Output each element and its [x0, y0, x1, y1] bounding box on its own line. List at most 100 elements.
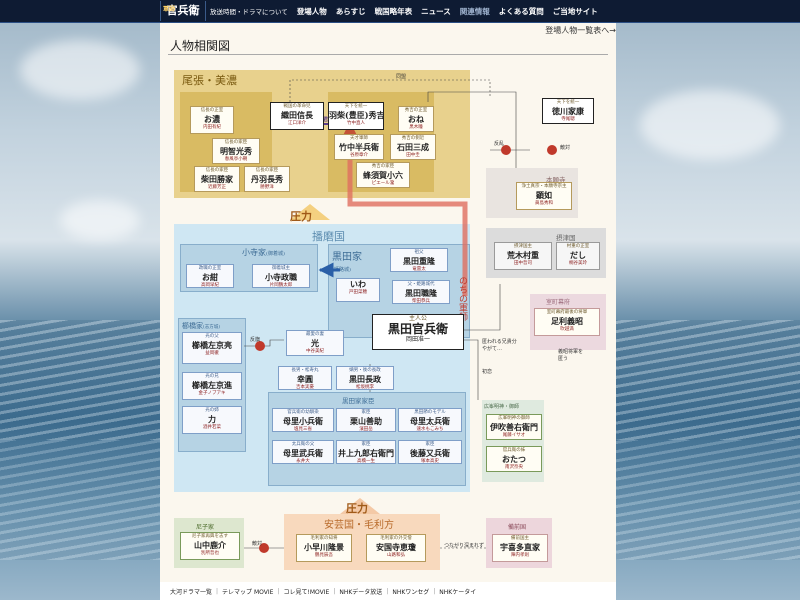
character-role: 備前国主 [511, 536, 529, 541]
character-card-shikanosuke[interactable]: 尼子家再興を志す山中鹿介別所哲也 [180, 532, 240, 560]
character-role: 家臣 [361, 442, 371, 447]
character-role: 祖父 [414, 250, 424, 255]
character-list-link[interactable]: 登場人物一覧表へ→ [545, 26, 616, 35]
character-card-takakage[interactable]: 毛利家の知将小早川隆景鶴見辰吾 [296, 534, 352, 562]
nav-item-0[interactable]: 放送時間・ドラマについて [210, 8, 288, 16]
character-card-iwa[interactable]: いわ戸田菜穂 [336, 278, 380, 302]
actor-name: 陣内孝則 [511, 553, 529, 558]
character-card-ekei[interactable]: 毛利家の外交僧安国寺恵瓊山路和弘 [366, 534, 426, 562]
character-card-mototaka[interactable]: 祖父黒田重隆竜雷太 [390, 248, 448, 272]
character-card-mototaka2[interactable]: 父・姫路城代黒田職隆柴田恭兵 [392, 280, 450, 304]
label-tekitai: 敵対 [560, 145, 571, 151]
character-role: 官兵衛の妹 [502, 448, 526, 453]
character-card-nobunaga[interactable]: 戦国の革命児織田信長江口洋介 [270, 102, 324, 130]
character-role: 父・姫路城代 [407, 282, 435, 287]
title-divider [168, 54, 608, 55]
character-card-sachi[interactable]: 長男・松寿丸幸圓吉本実憂 [278, 366, 332, 390]
actor-name: 鶴見辰吾 [315, 553, 333, 558]
nav-item-5[interactable]: 関連情報 [459, 6, 490, 16]
character-card-teru[interactable]: 最愛の妻光中谷美紀 [286, 330, 344, 356]
nav-item-1[interactable]: 登場人物 [296, 6, 327, 16]
character-card-masamoto[interactable]: 御着城主小寺政職片岡鶴太郎 [252, 264, 310, 288]
actor-name: 濱田岳 [359, 427, 373, 432]
character-name: 櫛橋左京亮 [192, 340, 232, 350]
character-card-kohe[interactable]: 官兵衛の幼馴染母里小兵衛塩見三省 [272, 408, 334, 432]
character-card-ieyasu[interactable]: 天下を統一徳川家康寺尾聰 [542, 98, 594, 124]
character-name: お濃 [204, 114, 220, 124]
character-name: 山中鹿介 [194, 540, 226, 550]
actor-name: ピエール瀧 [371, 181, 395, 186]
label-tsunagari: つながり深まれず [444, 543, 485, 549]
region-kushihashi-label: 櫛橋家(志方城) [182, 322, 221, 330]
character-card-mitsunari[interactable]: 秀吉の側近石田三成田中圭 [390, 134, 436, 160]
character-card-kyuemon[interactable]: 家臣井上九郎右衛門高橋一生 [336, 440, 396, 464]
site-logo[interactable]: 軍師 官兵衛 [160, 1, 206, 21]
character-card-koroku[interactable]: 秀吉の家臣蜂須賀小六ピエール瀧 [356, 162, 410, 188]
character-card-nagahide[interactable]: 信長の家臣丹羽長秀勝野洋 [244, 166, 290, 192]
footer-separator: | [277, 587, 280, 595]
character-card-sakon_sr[interactable]: 光の父櫛橋左京亮益岡徹 [182, 332, 242, 364]
footer-link-4[interactable]: NHKワンセグ [392, 588, 430, 596]
page-title: 人物相関図 [170, 39, 231, 53]
cloud [60, 200, 140, 240]
actor-name: 別所哲也 [201, 551, 219, 556]
character-role: 尼子家再興を志す [192, 534, 228, 539]
character-card-okon[interactable]: 政職の正室お紺高岡早紀 [186, 264, 234, 288]
character-card-mutsu[interactable]: 太兵衛の父母里武兵衛永井大 [272, 440, 334, 464]
actor-name: 内田有紀 [203, 125, 221, 130]
nav-item-2[interactable]: あらすじ [335, 6, 366, 16]
character-card-naoie[interactable]: 備前国主宇喜多直家陣内孝則 [492, 534, 548, 562]
character-card-kennyo[interactable]: 浄土真宗・本願寺宗主顕如眞島秀和 [516, 182, 572, 210]
character-role: 嫡男・後の長政 [349, 368, 381, 373]
label-kakumau: 匿われる兄貴分 やがて… [482, 339, 517, 352]
character-card-nou[interactable]: 信長の正室お濃内田有紀 [190, 106, 234, 134]
actor-name: 竹中直人 [347, 121, 365, 126]
character-name: 後藤又兵衛 [410, 448, 450, 458]
character-card-dashi[interactable]: 村重の正室だし桐谷美玲 [556, 242, 600, 270]
actor-name: 吉本実憂 [296, 385, 314, 390]
character-role: 光の姉 [205, 408, 219, 413]
character-card-murashige[interactable]: 摂津国主荒木村重田中哲司 [494, 242, 552, 270]
character-card-nene[interactable]: 秀吉の正室おね黒木瞳 [398, 106, 434, 132]
actor-name: 高岡早紀 [201, 283, 219, 288]
character-card-otatsu[interactable]: 官兵衛の妹おたつ南沢奈央 [486, 446, 542, 472]
character-card-taheiei[interactable]: 黒田節のモデル母里太兵衛速水もこみち [398, 408, 462, 432]
character-card-nagamasa[interactable]: 嫡男・後の長政黒田長政松坂桃李 [336, 366, 394, 390]
character-card-mataemon[interactable]: 家臣後藤又兵衛塚本高史 [398, 440, 462, 464]
character-name: 黒田重隆 [403, 256, 435, 266]
nav-item-6[interactable]: よくある質問 [498, 6, 544, 16]
character-role: 黒田節のモデル [414, 410, 446, 415]
character-card-sakon[interactable]: 光の兄櫛橋左京進金子ノブアキ [182, 372, 242, 400]
footer-link-3[interactable]: NHKデータ放送 [339, 588, 383, 596]
character-role: 浄土真宗・本願寺宗主 [521, 184, 567, 189]
nav-item-4[interactable]: ニュース [421, 6, 451, 16]
character-role: 太兵衛の父 [291, 442, 315, 447]
character-card-zenemon[interactable]: 広峯明神の御師伊吹善右衛門尾藤イサオ [486, 414, 542, 440]
region-mouri-label: 安芸国・毛利方 [324, 520, 394, 531]
character-name: 小寺政職 [265, 272, 297, 282]
character-card-hideyoshi[interactable]: 天下を統一羽柴(豊臣)秀吉竹中直人 [328, 102, 384, 130]
footer-link-2[interactable]: コレ見て!MOVIE [283, 588, 330, 596]
actor-name: 高橋一生 [357, 459, 375, 464]
region-owari-label: 尾張・美濃 [182, 74, 237, 87]
footer-link-5[interactable]: NHKケータイ [439, 588, 477, 596]
character-role: 家臣 [425, 442, 435, 447]
character-card-kanbe[interactable]: 主人公黒田官兵衛岡田准一 [372, 314, 464, 350]
character-card-katsuie[interactable]: 信長の家臣柴田勝家近藤芳正 [194, 166, 240, 192]
character-card-riki[interactable]: 光の姉力酒井若菜 [182, 406, 242, 434]
footer-link-0[interactable]: 大河ドラマ一覧 [170, 588, 213, 596]
character-role: 信長の家臣 [255, 168, 279, 173]
character-name: だし [570, 250, 586, 260]
character-role: 天下を統一 [344, 104, 368, 109]
character-card-mitsuhide[interactable]: 信長の家臣明智光秀春風亭小朝 [212, 138, 260, 164]
footer-link-1[interactable]: テレマップ MOVIE [222, 588, 274, 596]
character-name: 井上九郎右衛門 [338, 448, 394, 458]
nav-item-7[interactable]: ご当地サイト [552, 6, 598, 16]
character-name: 安国寺恵瓊 [376, 542, 416, 552]
character-name: 丹羽長秀 [251, 174, 283, 184]
actor-name: 桐谷美玲 [569, 261, 587, 266]
character-card-hanbe[interactable]: 天才軍師竹中半兵衛谷原章介 [334, 134, 384, 160]
nav-item-3[interactable]: 戦国略年表 [374, 6, 413, 16]
character-card-zenshuke[interactable]: 家臣栗山善助濱田岳 [336, 408, 396, 432]
character-card-yoshiaki[interactable]: 室町幕府最後の将軍足利義昭吹越満 [534, 308, 600, 336]
